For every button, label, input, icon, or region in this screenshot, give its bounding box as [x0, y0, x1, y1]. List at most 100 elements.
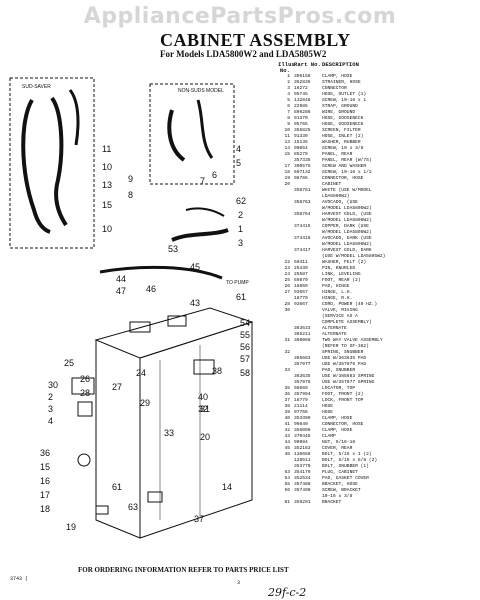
- form-code: 3743 (: [10, 576, 29, 582]
- non-suds-box: [149, 83, 235, 185]
- illus-no: 31: [284, 338, 290, 343]
- illus-no: 41: [284, 422, 290, 427]
- part-no: 355096: [294, 428, 311, 433]
- callout: 53: [168, 244, 178, 254]
- description: SCREW, 10 x 3/8: [322, 146, 364, 151]
- description: BOLT, SNUBBER (1): [322, 464, 369, 469]
- illus-no: 24: [284, 272, 290, 277]
- description: PANEL, REAR (W/7S): [322, 158, 372, 163]
- callout: 45: [190, 262, 200, 272]
- callout: 56: [240, 342, 250, 352]
- description: LINK, LEVELING: [322, 272, 361, 277]
- callout: 3: [238, 238, 243, 248]
- description: COVER, REAR: [322, 446, 353, 451]
- description: HOSE, GOOSENECK: [322, 116, 364, 121]
- callout: 57: [240, 354, 250, 364]
- part-no: 374415: [294, 224, 311, 229]
- callout: 27: [112, 382, 122, 392]
- callout: 31: [200, 404, 210, 414]
- part-no: 360068: [294, 338, 311, 343]
- illus-no: 46: [284, 452, 290, 457]
- callout: 3: [48, 404, 53, 414]
- callout: 61: [236, 292, 246, 302]
- description: NUT, 5/16-18: [322, 440, 356, 445]
- illus-no: 17: [284, 164, 290, 169]
- part-no: 93667: [294, 302, 308, 307]
- part-no: 359291: [294, 500, 311, 505]
- illus-no: 26: [284, 284, 290, 289]
- parts-row: 10-16 x 3/8: [278, 494, 474, 500]
- illus-no: 18: [284, 170, 290, 175]
- callout: 10: [102, 224, 112, 234]
- non-suds-label: NON-SUDS MODEL: [178, 88, 224, 94]
- description: CLAMP, HOSE: [322, 428, 353, 433]
- illus-no: 3: [287, 86, 290, 91]
- part-no: 357976: [294, 380, 311, 385]
- part-no: 358764: [294, 212, 311, 217]
- callout: 15: [102, 200, 112, 210]
- illus-no: 19: [284, 176, 290, 181]
- illus-no: 45: [284, 446, 290, 451]
- callout: 13: [102, 180, 112, 190]
- illus-no: 35: [284, 386, 290, 391]
- description: CONNECTOR: [322, 86, 347, 91]
- callout: 46: [146, 284, 156, 294]
- illus-no: 9: [287, 122, 290, 127]
- description: CLAMP, HOSE: [322, 416, 353, 421]
- illus-no: 10: [284, 128, 290, 133]
- header-part-no: Part No.: [294, 61, 321, 68]
- parts-row: (REFER TO SF-382): [278, 344, 474, 350]
- ordering-note: FOR ORDERING INFORMATION REFER TO PARTS …: [78, 566, 289, 574]
- description: SCREW, 10-16 x 1: [322, 98, 367, 103]
- description: PAD, HINGE: [322, 284, 350, 289]
- part-no: 132848: [294, 98, 311, 103]
- to-pump-label: TO PUMP: [226, 280, 249, 286]
- description: USE W/357976 PAD: [322, 362, 367, 367]
- part-no: 354179: [294, 470, 311, 475]
- description: WHITE (USE W/MODEL: [322, 188, 372, 193]
- description: PANEL, REAR: [322, 152, 353, 157]
- part-no: 128511: [294, 458, 311, 463]
- callout: 2: [48, 392, 53, 402]
- part-no: 896286: [294, 110, 311, 115]
- page-subtitle: For Models LDA5800W2 and LDA5805W2: [160, 49, 327, 59]
- description: PAD, SNUBBER: [322, 368, 356, 373]
- page-number: 3: [237, 580, 241, 586]
- illus-no: 14: [284, 146, 290, 151]
- description: FOOT, REAR (2): [322, 278, 361, 283]
- description: 10-16 x 3/8: [322, 494, 353, 499]
- callout: 17: [40, 490, 50, 500]
- callout: 18: [40, 504, 50, 514]
- parts-row: COMPLETE ASSEMBLY): [278, 320, 474, 326]
- callout: 6: [212, 170, 217, 180]
- part-no: 358763: [294, 200, 311, 205]
- description: LDA5800W2): [322, 194, 350, 199]
- parts-row: W/MODEL LDA5805W2): [278, 218, 474, 224]
- callout: 7: [200, 176, 205, 186]
- exploded-diagram: SUD-SAVER NON-SUDS MODEL TO PUMP 11 10 1…: [9, 77, 254, 539]
- callout-group: 11 10 13 15 10 9 8 4 5 6 7 62 2 1 3 53 4…: [40, 144, 250, 532]
